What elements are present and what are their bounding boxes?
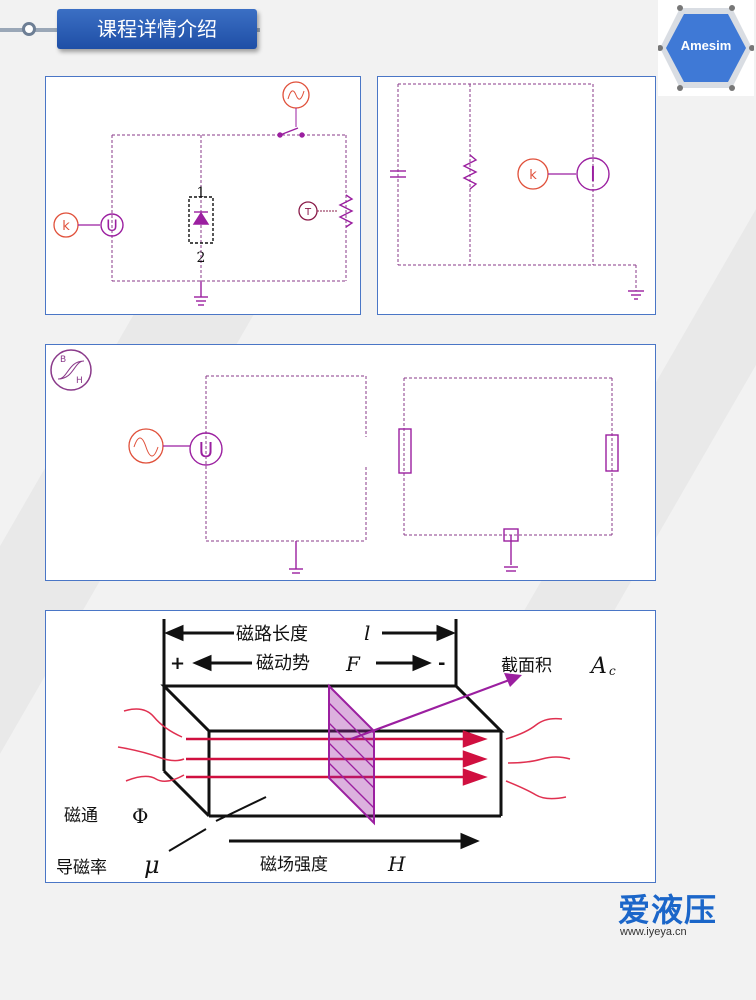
area-label: 截面积 xyxy=(501,656,552,676)
flux-label: 磁通 xyxy=(64,806,98,826)
path-length-symbol: l xyxy=(364,621,370,645)
page-title: 课程详情介绍 xyxy=(57,9,257,49)
brand-name: 爱液压 xyxy=(618,891,718,929)
magnetic-path-panel: + - 磁路长度 l 磁动势 F xyxy=(45,610,656,883)
mmf-symbol: F xyxy=(345,652,361,676)
hysteresis-h-label: H xyxy=(76,376,83,386)
current-source-panel: I k xyxy=(377,76,656,315)
flux-symbol: Φ xyxy=(132,804,148,828)
port-label-2: 2 xyxy=(197,250,206,266)
hysteresis-b-label: B xyxy=(60,355,66,365)
magnetic-circuit-panel: U B H xyxy=(45,344,656,581)
field-strength-label: 磁场强度 xyxy=(260,855,328,875)
brand-url: www.iyeya.cn xyxy=(620,926,687,938)
hysteresis-icon xyxy=(50,349,92,391)
area-symbol: A xyxy=(589,654,607,679)
area-subscript: c xyxy=(609,664,616,678)
field-strength-symbol: H xyxy=(387,852,406,876)
diode-circuit-diagram: k U T 1 2 xyxy=(53,81,354,306)
minus-sign: - xyxy=(438,653,445,674)
plus-sign: + xyxy=(170,653,185,674)
current-source-diagram: I k xyxy=(390,83,644,300)
permeability-symbol: μ xyxy=(144,851,160,879)
port-label-1: 1 xyxy=(197,185,206,201)
hexagon-logo-icon xyxy=(657,5,755,91)
voltage-source-label: U xyxy=(199,438,214,462)
path-length-label: 磁路长度 xyxy=(236,624,308,645)
header-bullet-icon xyxy=(22,22,36,36)
current-source-label: I xyxy=(590,162,596,186)
sensor-label: T xyxy=(304,207,312,218)
permeability-label: 导磁率 xyxy=(56,858,107,878)
signal-label: k xyxy=(529,168,537,183)
diode-circuit-panel: k U T 1 2 xyxy=(45,76,361,315)
iyeya-brand: 爱液压 www.iyeya.cn xyxy=(618,885,753,943)
logo-text: Amesim xyxy=(680,38,732,53)
signal-label: k xyxy=(62,219,70,234)
mmf-label: 磁动势 xyxy=(256,653,310,674)
magnetic-path-illustration: + - 磁路长度 l 磁动势 F xyxy=(56,619,616,879)
magnetic-circuit-diagram: U B H xyxy=(50,349,619,574)
amesim-logo: Amesim xyxy=(657,0,755,96)
voltage-source-label: U xyxy=(106,216,118,235)
